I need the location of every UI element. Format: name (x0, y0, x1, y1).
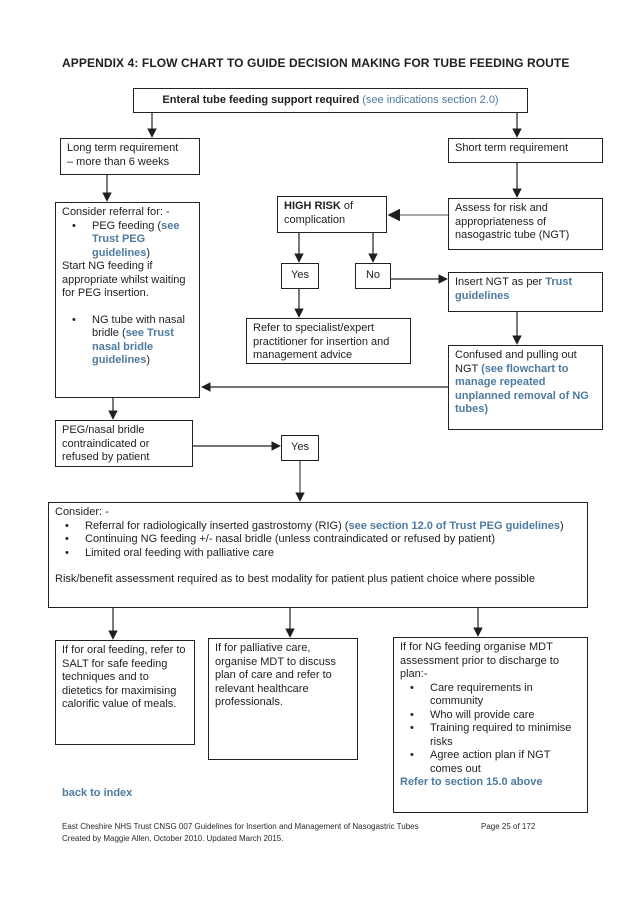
text-line: PEG/nasal bridle contraindicated or refu… (62, 424, 150, 463)
back-to-index-link[interactable]: back to index (62, 787, 132, 799)
text-line: No (365, 269, 381, 282)
link-nasal-bridle-guidelines[interactable]: see Trust nasal bridle guidelines (92, 327, 174, 366)
text-segment: ) (146, 246, 151, 259)
text-segment: Confused and pulling out NGT (455, 349, 577, 375)
bullet-item: • Continuing NG feeding +/- nasal bridle… (55, 533, 581, 547)
bullet-text: Agree action plan if NGT comes out (430, 749, 551, 775)
bullet-item: • Training required to minimise risks (400, 722, 581, 749)
bullet-text: Limited oral feeding with palliative car… (85, 546, 274, 559)
node-short-term: Short term requirement (448, 138, 603, 163)
bullet-marker: • (72, 313, 76, 326)
text-segment: Enteral tube feeding support required (162, 93, 360, 106)
bullet-marker: • (410, 681, 414, 694)
node-oral-feeding: If for oral feeding, refer to SALT for s… (55, 640, 195, 745)
text-line: Consider: - (55, 506, 109, 518)
text-line: If for oral feeding, refer to SALT for s… (62, 644, 186, 710)
text-segment: of complication (284, 200, 354, 226)
back-to-index-label[interactable]: back to index (62, 787, 133, 799)
text-segment: ) (560, 519, 564, 532)
text-line: Yes (291, 441, 309, 454)
text-line: Refer to specialist/expert practitioner … (253, 322, 390, 361)
bullet-marker: • (410, 749, 414, 761)
footer-page-number: Page 25 of 172 (481, 822, 536, 831)
link-section-15[interactable]: Refer to section 15.0 above (400, 776, 543, 788)
node-enteral-text: Enteral tube feeding support required (s… (162, 94, 498, 108)
text-line: Yes (291, 269, 309, 282)
footer-line2: Created by Maggie Allen, October 2010. U… (62, 834, 284, 843)
bullet-item: • Referral for radiologically inserted g… (55, 520, 581, 534)
bullet-text: Continuing NG feeding +/- nasal bridle (… (85, 533, 495, 545)
link-see-indications[interactable]: (see indications section 2.0) (359, 93, 499, 106)
text-line: If for palliative care, organise MDT to … (215, 642, 336, 708)
bullet-item: • Who will provide care (400, 709, 581, 723)
text-segment: PEG feeding ( (92, 219, 162, 232)
node-yes-1: Yes (281, 263, 319, 289)
text-line: Assess for risk and appropriateness of n… (455, 202, 570, 241)
bullet-marker: • (410, 722, 414, 734)
bullet-text: Care requirements in community (430, 681, 533, 708)
node-refer-specialist: Refer to specialist/expert practitioner … (246, 318, 411, 364)
bullet-marker: • (65, 546, 69, 559)
text-line: Long term requirement (67, 142, 179, 154)
text-segment: NG tube with nasal bridle ( (92, 313, 185, 340)
node-peg-contraindicated: PEG/nasal bridle contraindicated or refu… (55, 420, 193, 467)
node-no-1: No (355, 263, 391, 289)
node-long-term: Long term requirement – more than 6 week… (60, 138, 200, 175)
bullet-item: • Agree action plan if NGT comes out (400, 749, 581, 776)
bullet-marker: • (65, 519, 69, 532)
bullet-marker: • (410, 708, 414, 721)
text-segment: Insert NGT as per (455, 276, 546, 288)
bullet-text: Training required to minimise risks (430, 722, 572, 748)
bullet-text: PEG feeding (see Trust PEG guidelines) (92, 220, 193, 261)
bullet-item: • PEG feeding (see Trust PEG guidelines) (62, 220, 193, 261)
node-enteral-support: Enteral tube feeding support required (s… (133, 88, 528, 113)
bullet-item: • Limited oral feeding with palliative c… (55, 547, 581, 561)
node-yes-2: Yes (281, 435, 319, 461)
text-segment: HIGH RISK (284, 200, 341, 212)
node-palliative-care: If for palliative care, organise MDT to … (208, 638, 358, 760)
link-see-flowchart-removal[interactable]: (see flowchart to manage repeated unplan… (455, 362, 589, 416)
text-paragraph: Risk/benefit assessment required as to b… (55, 573, 535, 585)
spacer (55, 560, 581, 573)
footer-line1: East Cheshire NHS Trust CNSG 007 Guideli… (62, 822, 419, 831)
bullet-item: • NG tube with nasal bridle (see Trust n… (62, 314, 193, 368)
bullet-text: Who will provide care (430, 708, 535, 721)
spacer (62, 301, 193, 314)
bullet-marker: • (65, 533, 69, 545)
link-trust-guidelines[interactable]: Trust guidelines (455, 276, 573, 302)
link-section-12-peg-guidelines[interactable]: see section 12.0 of Trust PEG guidelines (348, 519, 560, 532)
node-assess-risk: Assess for risk and appropriateness of n… (448, 198, 603, 250)
text-line: Short term requirement (455, 142, 569, 154)
text-segment: Referral for radiologically inserted gas… (85, 519, 349, 532)
bullet-text: Referral for radiologically inserted gas… (85, 520, 581, 534)
node-consider-referral: Consider referral for: - • PEG feeding (… (55, 202, 200, 398)
node-ng-feeding-mdt: If for NG feeding organise MDT assessmen… (393, 637, 588, 813)
text-paragraph: If for NG feeding organise MDT assessmen… (400, 641, 559, 680)
node-consider-options: Consider: - • Referral for radiologicall… (48, 502, 588, 608)
bullet-item: • Care requirements in community (400, 682, 581, 709)
node-high-risk: HIGH RISK of complication (277, 196, 387, 233)
node-confused-pulling: Confused and pulling out NGT (see flowch… (448, 345, 603, 430)
bullet-marker: • (72, 219, 76, 232)
link-trust-peg-guidelines[interactable]: see Trust PEG guidelines (92, 219, 180, 259)
page-title: APPENDIX 4: FLOW CHART TO GUIDE DECISION… (62, 56, 570, 70)
node-insert-ngt: Insert NGT as per Trust guidelines (448, 272, 603, 312)
text-paragraph: Start NG feeding if appropriate whilst w… (62, 260, 186, 299)
text-line: Consider referral for: - (62, 206, 170, 218)
text-line: – more than 6 weeks (67, 155, 170, 168)
bullet-text: NG tube with nasal bridle (see Trust nas… (92, 314, 193, 368)
text-segment: ) (146, 354, 151, 366)
